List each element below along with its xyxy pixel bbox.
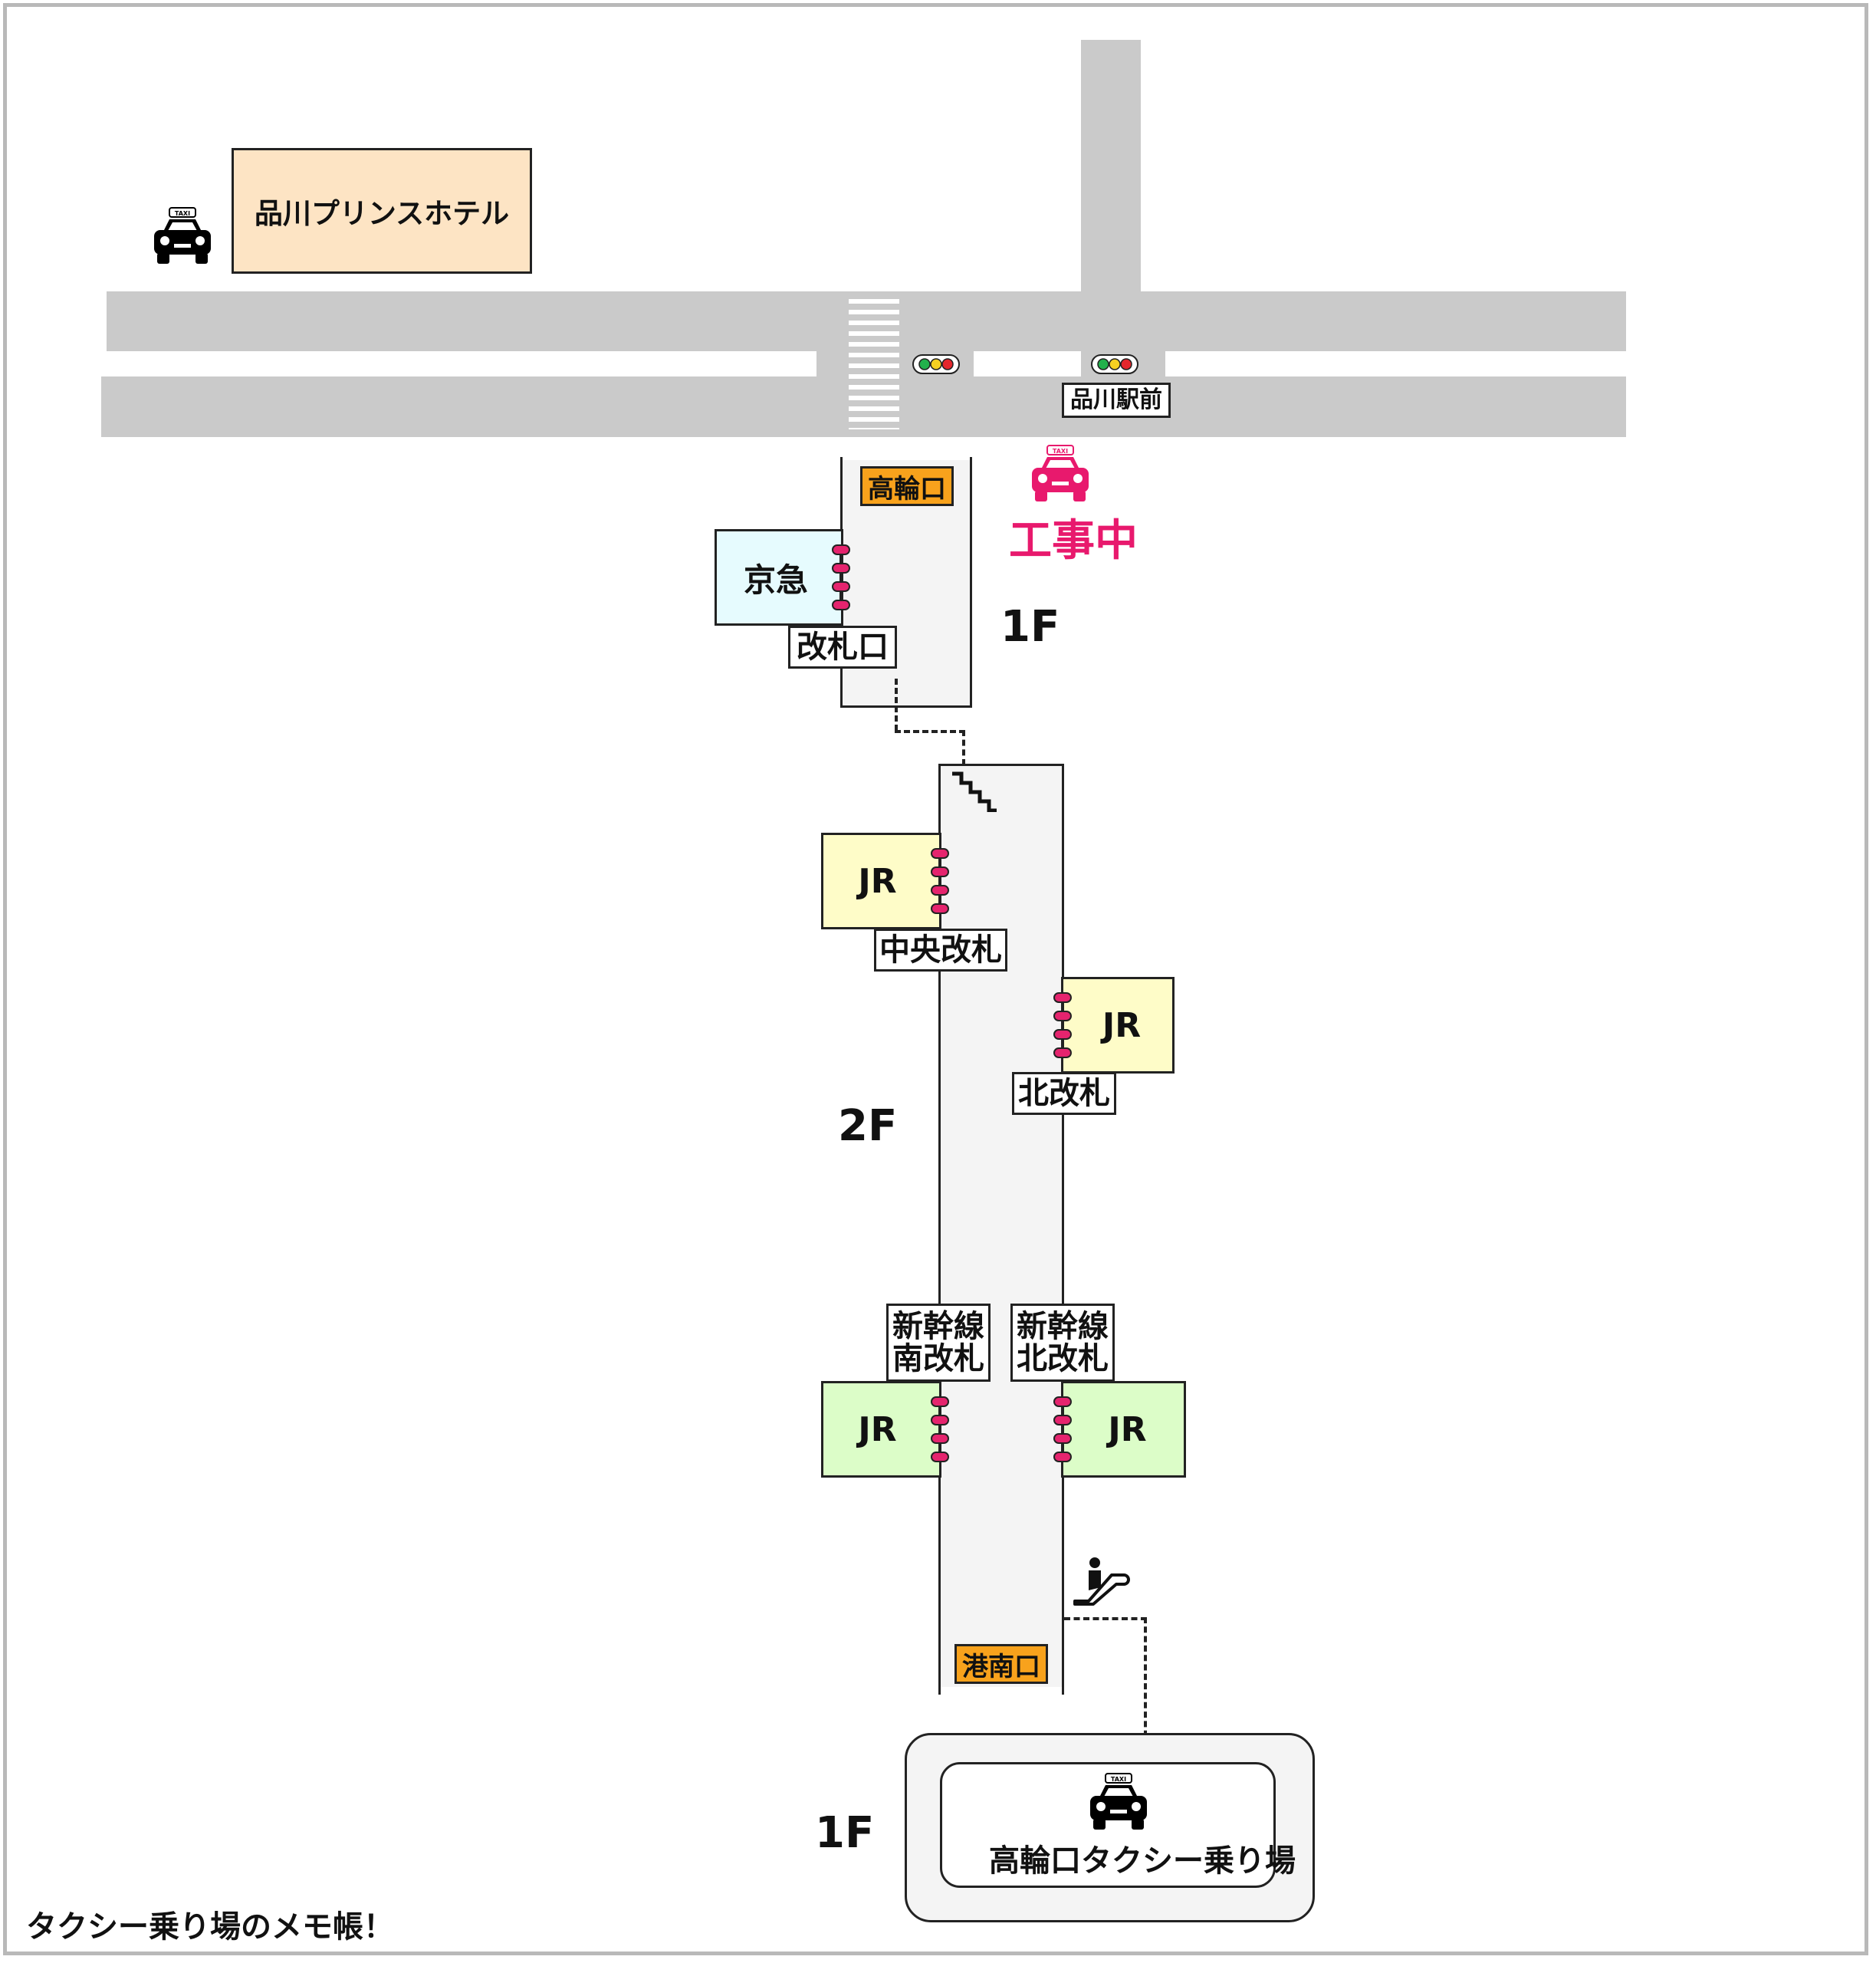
shinkansen-south-station: JR (821, 1381, 941, 1478)
ticket-gate-icon (931, 866, 949, 877)
intersection-sign: 品川駅前 (1062, 383, 1171, 418)
crosswalk (849, 299, 899, 429)
map-frame (3, 3, 1868, 1955)
svg-text:TAXI: TAXI (1053, 448, 1068, 455)
ticket-gate-icon (1061, 994, 1064, 1058)
ticket-gate-icon (931, 1396, 949, 1407)
walkway-path (1064, 1617, 1147, 1620)
ticket-gate-icon (1053, 1011, 1072, 1021)
ticket-gate-icon (1053, 1047, 1072, 1058)
taxi-icon: TAXI (154, 207, 211, 264)
svg-text:TAXI: TAXI (175, 210, 190, 217)
keikyu-station: 京急 (715, 529, 843, 626)
ticket-gate-icon (931, 848, 949, 859)
floor-label-2f: 2F (838, 1101, 898, 1151)
ticket-gate-icon (1053, 1396, 1072, 1407)
walkway-path (895, 679, 898, 731)
jr-central-station: JR (821, 833, 941, 929)
ticket-gate-icon (832, 544, 850, 555)
side-road-vertical (1081, 40, 1141, 293)
takanawa-exit-tag: 高輪口 (860, 466, 954, 506)
ticket-gate-icon (1053, 1452, 1072, 1462)
floor-label-1f-lower: 1F (815, 1808, 875, 1858)
taxi-icon: TAXI (1032, 445, 1089, 501)
ticket-gate-icon (1053, 1415, 1072, 1425)
taxi-icon: TAXI (1090, 1773, 1147, 1830)
ticket-gate-icon (1053, 1029, 1072, 1040)
ticket-gate-icon (839, 546, 843, 610)
ticket-gate-icon (1053, 1433, 1072, 1444)
ticket-gate-icon (938, 1398, 941, 1462)
taxi-stand-label: 高輪口タクシー乗り場 (989, 1843, 1296, 1879)
corridor-opening (941, 1687, 1062, 1698)
jr-north-station: JR (1061, 977, 1175, 1074)
floor-label-1f-upper: 1F (1000, 602, 1060, 652)
jr-north-gate-label: 北改札 (1012, 1072, 1116, 1115)
traffic-light-icon (1091, 354, 1138, 374)
ticket-gate-icon (931, 1433, 949, 1444)
ticket-gate-icon (938, 850, 941, 914)
ticket-gate-icon (832, 581, 850, 592)
jr-central-gate-label: 中央改札 (874, 929, 1007, 972)
stairs-icon (952, 771, 997, 812)
shinkansen-north-gate-label: 新幹線 北改札 (1010, 1304, 1115, 1382)
ticket-gate-icon (1061, 1398, 1064, 1462)
walkway-path (1144, 1617, 1147, 1746)
walkway-path (895, 730, 965, 733)
shinkansen-south-gate-label: 新幹線 南改札 (886, 1304, 991, 1382)
svg-text:TAXI: TAXI (1111, 1776, 1126, 1783)
shinkansen-north-station: JR (1061, 1381, 1186, 1478)
keikyu-gate-label: 改札口 (788, 626, 897, 669)
traffic-light-icon (912, 354, 960, 374)
construction-label: 工事中 (1009, 516, 1138, 566)
walkway-path (962, 730, 965, 765)
corridor-2f (938, 764, 1064, 1695)
ticket-gate-icon (832, 563, 850, 574)
footer-caption: タクシー乗り場のメモ帳！ (26, 1909, 394, 1945)
ticket-gate-icon (931, 1415, 949, 1425)
ticket-gate-icon (931, 1452, 949, 1462)
konan-exit-tag: 港南口 (954, 1644, 1048, 1684)
corridor-opening (843, 452, 970, 460)
ticket-gate-icon (931, 903, 949, 914)
ticket-gate-icon (931, 885, 949, 896)
escalator-icon (1073, 1557, 1130, 1606)
hotel-building: 品川プリンスホテル (232, 148, 532, 274)
ticket-gate-icon (832, 600, 850, 610)
ticket-gate-icon (1053, 992, 1072, 1003)
